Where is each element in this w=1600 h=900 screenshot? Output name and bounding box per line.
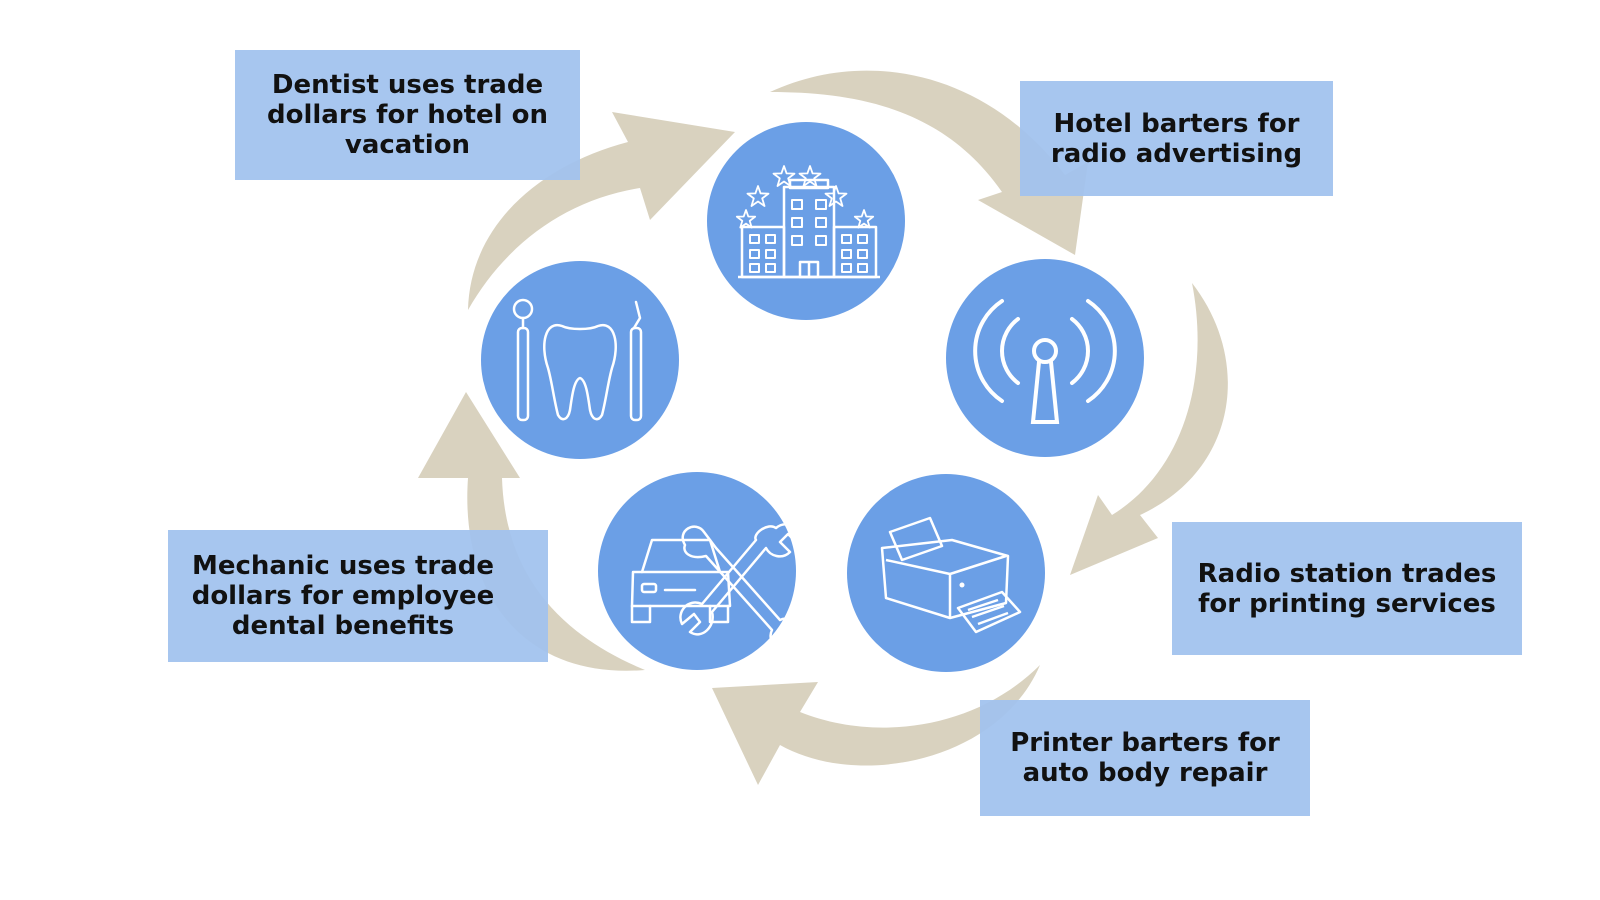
arrow-dentist-to-hotel	[468, 112, 735, 310]
label-box-radio: Radio station trades for printing servic…	[1172, 522, 1522, 655]
label-radio: Radio station trades for printing servic…	[1197, 558, 1497, 619]
label-box-printer: Printer barters for auto body repair	[980, 700, 1310, 816]
arrow-mechanic-to-dentist	[418, 392, 645, 671]
arrow-hotel-to-radio	[770, 70, 1088, 255]
radio-tower-icon	[973, 299, 1117, 424]
hotel-icon	[735, 165, 880, 279]
node-dentist	[481, 261, 679, 459]
car-wrench-icon	[630, 523, 801, 651]
label-dentist: Dentist uses trade dollars for hotel on …	[266, 70, 548, 160]
label-printer: Printer barters for auto body repair	[1010, 728, 1280, 788]
arrow-printer-to-mechanic	[712, 665, 1040, 785]
label-box-dentist: Dentist uses trade dollars for hotel on …	[235, 50, 580, 180]
cycle-arrows	[418, 70, 1228, 785]
tooth-dental-tools-icon	[512, 298, 643, 422]
printer-icon	[880, 516, 1022, 634]
node-hotel	[707, 122, 905, 320]
label-hotel: Hotel barters for radio advertising	[1050, 108, 1303, 169]
label-mechanic: Mechanic uses trade dollars for employee…	[191, 551, 495, 641]
arrow-radio-to-printer	[1070, 283, 1228, 575]
label-box-mechanic: Mechanic uses trade dollars for employee…	[168, 530, 548, 662]
label-box-hotel: Hotel barters for radio advertising	[1020, 81, 1333, 196]
